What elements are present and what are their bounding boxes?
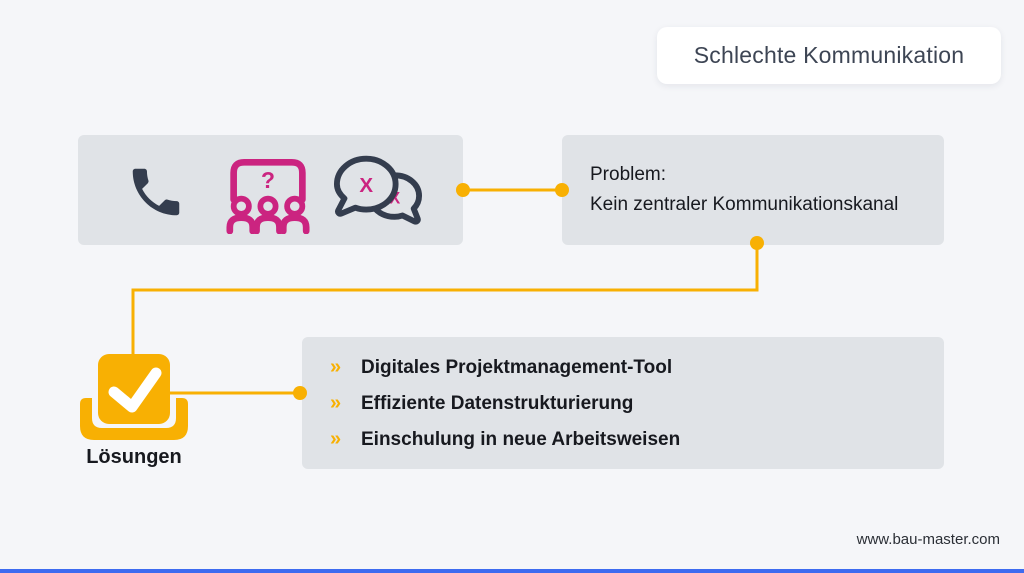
problem-text: Kein zentraler Kommunikationskanal [590, 194, 899, 215]
solutions-label: Lösungen [86, 446, 182, 468]
problem-icons-card: ? X X [78, 135, 463, 245]
question-mark-glyph: ? [261, 167, 275, 193]
solution-text: Einschulung in neue Arbeitsweisen [361, 428, 681, 450]
solution-item: » Einschulung in neue Arbeitsweisen [330, 428, 944, 451]
solution-item: » Digitales Projektmanagement-Tool [330, 356, 944, 379]
solutions-check-icon [80, 354, 188, 440]
x-mark-glyph: X [389, 189, 400, 208]
broken-communication-icon: X X [333, 155, 423, 225]
website-url: www.bau-master.com [856, 531, 1000, 548]
problem-card: Problem: Kein zentraler Kommunikationska… [562, 135, 944, 245]
brand-accent-bar [0, 569, 1024, 573]
chevron-bullet-icon: » [330, 427, 342, 450]
page-title: Schlechte Kommunikation [693, 42, 965, 68]
chevron-bullet-icon: » [330, 391, 342, 414]
solutions-card: » Digitales Projektmanagement-Tool » Eff… [302, 337, 944, 469]
phone-icon [132, 168, 180, 216]
chevron-bullet-icon: » [330, 355, 342, 378]
solution-text: Digitales Projektmanagement-Tool [361, 356, 673, 378]
title-card: Schlechte Kommunikation [657, 27, 1001, 84]
check-mark-icon [108, 367, 162, 413]
solution-text: Effiziente Datenstrukturierung [361, 392, 634, 414]
solution-item: » Effiziente Datenstrukturierung [330, 392, 944, 415]
problem-heading: Problem: [590, 164, 667, 185]
x-mark-glyph: X [359, 174, 373, 197]
team-question-icon: ? [226, 158, 310, 234]
